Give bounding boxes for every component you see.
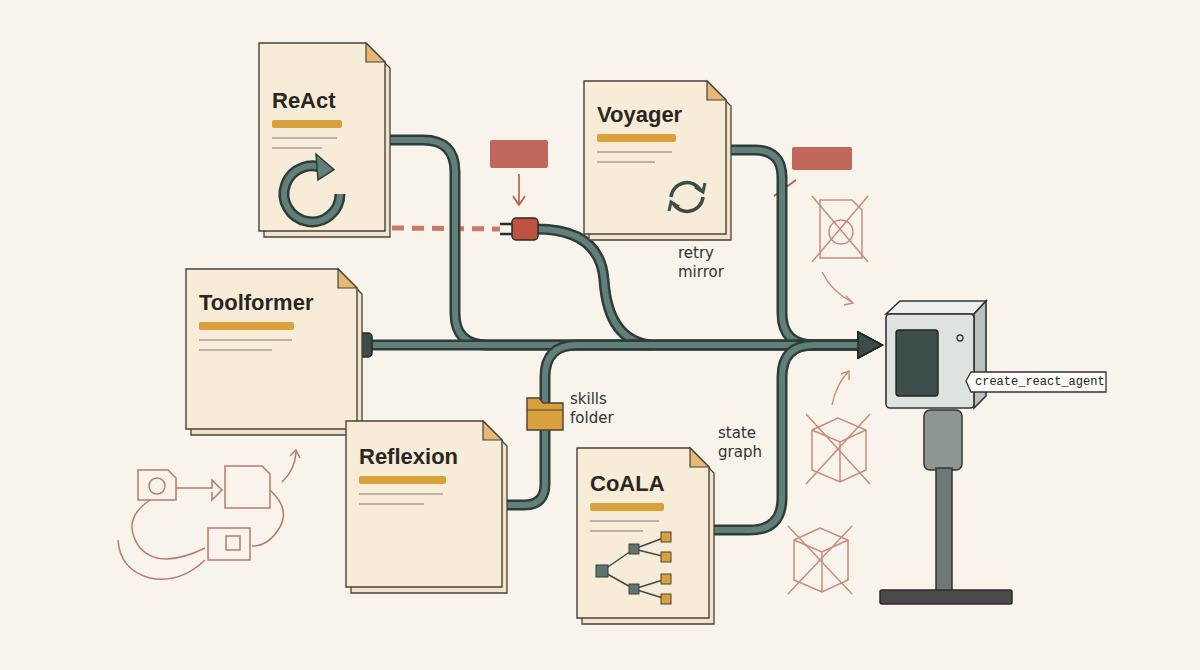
paper-title: ReAct xyxy=(258,88,350,114)
paper-outline xyxy=(258,42,396,242)
paper-node: CoALA xyxy=(576,447,710,619)
note-label: retry mirror xyxy=(676,244,746,282)
paper-title: Toolformer xyxy=(185,290,327,316)
paper-node: Toolformer xyxy=(185,268,358,430)
crossed-item xyxy=(788,196,870,594)
machine-stand xyxy=(880,410,1012,604)
agent-machine: create_react_agent xyxy=(882,298,1116,413)
edge-label: skills folder xyxy=(568,390,636,428)
plug-icon xyxy=(500,218,538,240)
cable-connector xyxy=(710,332,882,530)
redacted-bar xyxy=(792,147,852,170)
machine-outline xyxy=(882,298,1116,413)
tag-label: create_react_agent xyxy=(975,374,1105,390)
paper-title: Reflexion xyxy=(345,444,472,470)
cable-connector xyxy=(727,150,882,358)
paper-node: Voyager xyxy=(583,80,727,235)
broken-link xyxy=(392,228,500,229)
edge-label: state graph xyxy=(716,424,770,462)
paper-node: ReAct xyxy=(258,42,386,232)
paper-node: Reflexion xyxy=(345,420,503,588)
paper-title: Voyager xyxy=(583,102,696,128)
paper-title: CoALA xyxy=(576,471,679,497)
redacted-bar xyxy=(490,140,548,168)
flow-sketch xyxy=(118,450,300,579)
folder-icon xyxy=(527,398,563,430)
